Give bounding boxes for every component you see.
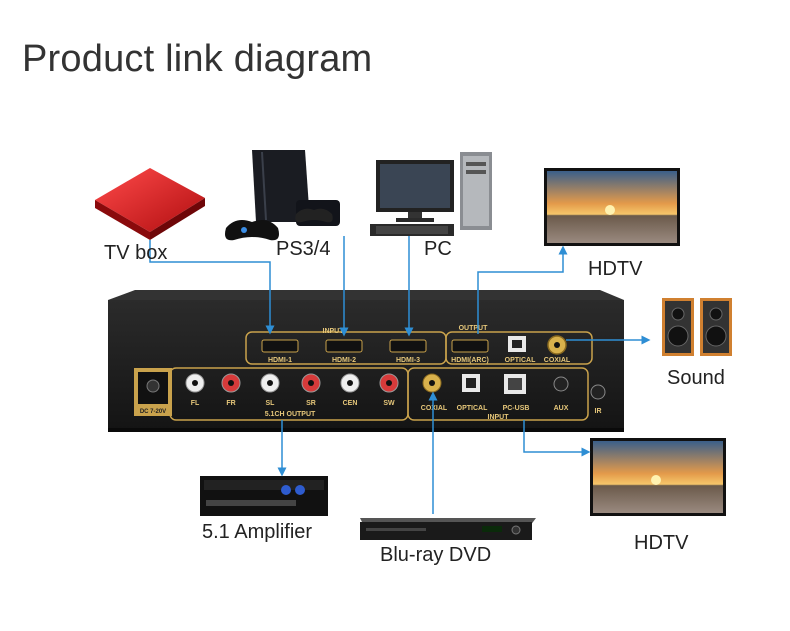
dc-label: DC 7-20V xyxy=(140,409,166,415)
audio-extractor-device xyxy=(108,290,624,432)
ir-label: IR xyxy=(595,408,602,415)
ch-output-label: 5.1CH OUTPUT xyxy=(265,411,316,418)
hdmi2-label: HDMI-2 xyxy=(332,357,356,364)
fl-label: FL xyxy=(191,400,200,407)
hdmi3-label: HDMI-3 xyxy=(396,357,420,364)
hdtv-top-icon xyxy=(544,168,680,246)
hdmi-arc-label: HDMI(ARC) xyxy=(451,357,489,364)
hdtv-top-label: HDTV xyxy=(588,258,643,280)
coaxial-in-label: COXIAL xyxy=(421,405,448,412)
sl-label: SL xyxy=(266,400,276,407)
tv-box-label: TV box xyxy=(104,242,168,264)
amplifier-icon xyxy=(200,476,328,516)
sw-label: SW xyxy=(383,400,395,407)
aux-label: AUX xyxy=(554,405,569,412)
desktop-pc-icon xyxy=(370,152,492,236)
panel-input-label-2: INPUT xyxy=(488,414,510,421)
wire-tvbox-hdmi1 xyxy=(149,240,275,335)
game-console-icon xyxy=(225,150,340,241)
amplifier-label: 5.1 Amplifier xyxy=(202,521,313,543)
hdmi1-label: HDMI-1 xyxy=(268,357,292,364)
optical-in-label: OPTICAL xyxy=(457,405,488,412)
wire-usb-hdtv xyxy=(523,420,591,457)
wire-arc-hdtv xyxy=(477,245,568,334)
tv-box-icon xyxy=(95,168,205,240)
optical-out-label: OPTICAL xyxy=(505,357,536,364)
panel-output-label: OUTPUT xyxy=(459,325,489,332)
hdtv-bottom-label: HDTV xyxy=(634,532,689,554)
page-title: Product link diagram xyxy=(22,38,373,80)
speakers-icon xyxy=(662,298,732,356)
panel-input-label: INPUT xyxy=(323,328,345,335)
pc-label: PC xyxy=(424,238,452,260)
ps-label: PS3/4 xyxy=(276,238,331,260)
sound-label: Sound xyxy=(667,367,725,389)
pc-usb-label: PC-USB xyxy=(503,405,530,412)
bluray-label: Blu-ray DVD xyxy=(380,544,492,566)
cen-label: CEN xyxy=(343,400,358,407)
sr-label: SR xyxy=(306,400,316,407)
hdtv-bottom-icon xyxy=(590,438,726,516)
coaxial-out-label: COXIAL xyxy=(544,357,571,364)
bluray-player-icon xyxy=(360,518,536,540)
fr-label: FR xyxy=(226,400,235,407)
